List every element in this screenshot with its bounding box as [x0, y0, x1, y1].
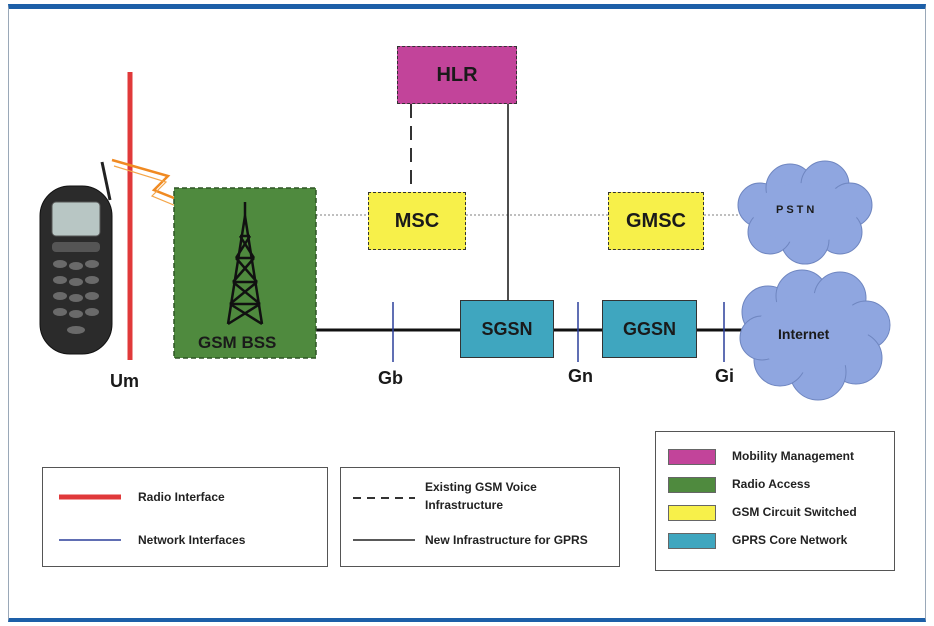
gprs-core-legend-label: GPRS Core Network	[732, 533, 848, 547]
circuit-switched-legend-label: GSM Circuit Switched	[732, 505, 857, 519]
cell-tower-icon	[226, 202, 264, 326]
radio-interface-legend-label: Radio Interface	[138, 490, 225, 504]
legend-interfaces-lines	[59, 494, 121, 541]
hlr-node: HLR	[397, 46, 517, 104]
gsm-bss-box	[173, 187, 317, 359]
gi-interface-label: Gi	[715, 366, 735, 386]
new-gprs-legend-label: New Infrastructure for GPRS	[425, 533, 588, 547]
hlr-label: HLR	[436, 63, 478, 86]
msc-node: MSC	[368, 192, 466, 250]
radio-access-swatch	[668, 477, 716, 493]
gb-interface-label: Gb	[378, 368, 403, 388]
diagram-frame	[8, 4, 926, 622]
existing-voice-legend-line2: Infrastructure	[425, 498, 504, 512]
radio-access-legend-label: Radio Access	[732, 477, 811, 491]
existing-voice-legend-line1: Existing GSM Voice	[425, 480, 537, 494]
pstn-cloud	[737, 160, 873, 265]
pstn-label: PSTN	[776, 204, 818, 216]
gn-interface-label: Gn	[568, 366, 593, 386]
network-interfaces-legend-label: Network Interfaces	[138, 533, 246, 547]
internet-label: Internet	[778, 326, 830, 342]
ggsn-label: GGSN	[622, 318, 676, 339]
circuit-switched-swatch	[668, 505, 716, 521]
gmsc-node: GMSC	[608, 192, 704, 250]
sgsn-label: SGSN	[481, 318, 533, 339]
legend-colors: Mobility Management Radio Access GSM Cir…	[655, 431, 895, 571]
legend-line-styles: Existing GSM Voice Infrastructure New In…	[340, 467, 620, 567]
mobile-phone-icon	[39, 161, 113, 355]
internet-cloud	[739, 269, 891, 401]
msc-label: MSC	[394, 209, 440, 232]
mobility-legend-label: Mobility Management	[732, 449, 855, 463]
ggsn-node: GGSN	[602, 300, 697, 358]
legend-interfaces: Radio Interface Network Interfaces	[42, 467, 328, 567]
gsm-bss-label: GSM BSS	[198, 333, 277, 352]
mobility-swatch	[668, 449, 716, 465]
gmsc-label: GMSC	[626, 209, 686, 232]
gprs-core-swatch	[668, 533, 716, 549]
sgsn-node: SGSN	[460, 300, 554, 358]
um-interface-label: Um	[110, 371, 140, 391]
legend-line-styles-lines	[353, 497, 415, 541]
